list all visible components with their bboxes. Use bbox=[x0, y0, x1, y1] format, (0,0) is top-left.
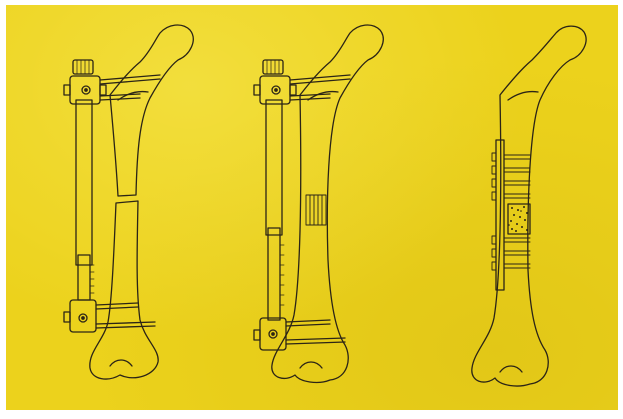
adjustment-knob-2 bbox=[263, 60, 283, 74]
lower-clamp bbox=[70, 300, 96, 332]
adjustment-knob bbox=[73, 60, 93, 74]
plate-graft-figure bbox=[472, 26, 586, 386]
callus-fixator-figure bbox=[254, 25, 383, 382]
graft-texture bbox=[508, 206, 528, 232]
femur-bone-right bbox=[472, 26, 586, 386]
regenerate-callus bbox=[306, 195, 326, 225]
distraction-fixator-figure bbox=[64, 25, 193, 379]
fixator-sleeve bbox=[78, 255, 90, 300]
fixator-sleeve-2 bbox=[268, 228, 280, 320]
lower-transfixion-pins bbox=[96, 303, 155, 328]
condyle-notch bbox=[110, 360, 132, 366]
femur-upper-fragment bbox=[110, 25, 193, 196]
femur-lower-fragment bbox=[90, 201, 158, 379]
fixator-rod bbox=[76, 100, 92, 265]
fixator-rod-2 bbox=[266, 100, 282, 235]
femur-bone-middle bbox=[272, 25, 383, 382]
